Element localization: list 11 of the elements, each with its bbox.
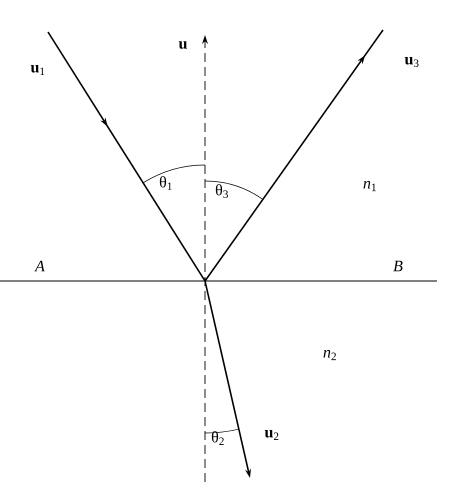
symbol-label: u [178,41,188,49]
symbol-label: n$_{2}$ [324,350,336,360]
symbol-label: A [34,260,45,272]
symbol-label: u$_{1}$ [30,65,44,75]
symbol-label: u$_{3}$ [404,56,419,68]
symbol-label: B [393,260,403,272]
symbol-label: θ$_{1}$ [160,176,172,190]
symbol-label: u$_{2}$ [264,430,278,440]
symbol-label: θ$_{2}$ [212,431,224,445]
symbol-label: θ$_{3}$ [216,184,228,198]
symbol-label: n$_{1}$ [364,180,376,192]
